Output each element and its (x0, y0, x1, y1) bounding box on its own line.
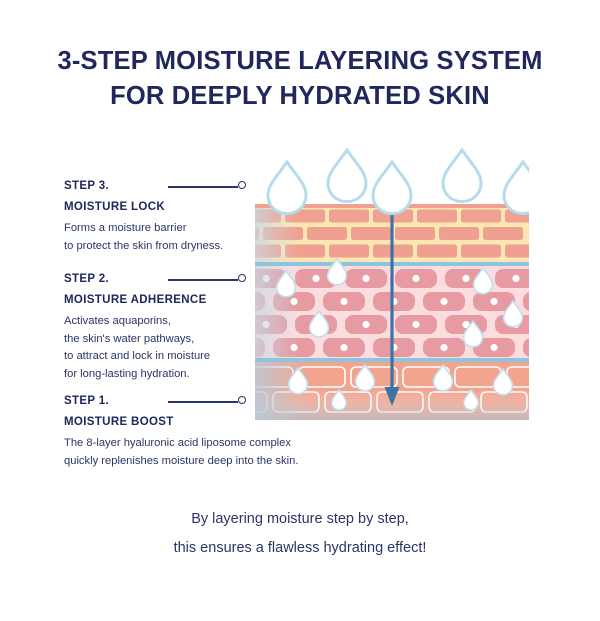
step-1-body: The 8-layer hyaluronic acid liposome com… (64, 435, 298, 470)
step-1-kicker: STEP 1. (64, 395, 110, 407)
step-2-body-line-2: the skin's water pathways, (64, 332, 195, 345)
step-block-1: STEP 1. MOISTURE BOOST The 8-layer hyalu… (64, 391, 298, 470)
skin-cross-section-diagram (255, 138, 529, 428)
page-title: 3-STEP MOISTURE LAYERING SYSTEM FOR DEEP… (0, 44, 600, 114)
step-1-body-line-1: The 8-layer hyaluronic acid liposome com… (64, 437, 291, 449)
penetration-arrow-icon (384, 212, 400, 406)
step-block-3: STEP 3. MOISTURE LOCK Forms a moisture b… (64, 176, 223, 255)
step-3-body-line-2: to protect the skin from dryness. (64, 239, 224, 252)
leader-line-step-2 (168, 274, 246, 286)
leader-line-stroke (168, 186, 238, 188)
leader-endpoint-dot-icon (238, 181, 246, 189)
footer-line-1: By layering moisture step by step, (191, 511, 409, 527)
step-3-heading: MOISTURE LOCK (64, 201, 166, 213)
footer-line-2: this ensures a flawless hydrating effect… (173, 540, 427, 556)
leader-line-stroke (168, 401, 238, 403)
leader-endpoint-dot-icon (238, 396, 246, 404)
leader-line-step-3 (168, 181, 246, 193)
title-line-2: FOR DEEPLY HYDRATED SKIN (110, 82, 490, 110)
leader-line-stroke (168, 279, 238, 281)
step-3-body: Forms a moisture barrier to protect the … (64, 220, 223, 255)
step-2-body-line-4: for long-lasting hydration. (64, 367, 190, 380)
step-2-kicker: STEP 2. (64, 273, 110, 285)
step-1-body-line-2: quickly replenishes moisture deep into t… (64, 454, 299, 467)
step-1-heading: MOISTURE BOOST (64, 416, 174, 428)
step-3-body-line-1: Forms a moisture barrier (64, 222, 187, 234)
step-block-2: STEP 2. MOISTURE ADHERENCE Activates aqu… (64, 269, 210, 383)
step-3-kicker: STEP 3. (64, 180, 110, 192)
step-2-body-line-1: Activates aquaporins, (64, 315, 171, 327)
step-2-heading: MOISTURE ADHERENCE (64, 294, 207, 306)
footer-message: By layering moisture step by step, this … (0, 505, 600, 563)
leader-line-step-1 (168, 396, 246, 408)
leader-endpoint-dot-icon (238, 274, 246, 282)
title-line-1: 3-STEP MOISTURE LAYERING SYSTEM (57, 47, 543, 75)
step-2-body: Activates aquaporins, the skin's water p… (64, 313, 210, 383)
step-2-body-line-3: to attract and lock in moisture (64, 350, 211, 362)
